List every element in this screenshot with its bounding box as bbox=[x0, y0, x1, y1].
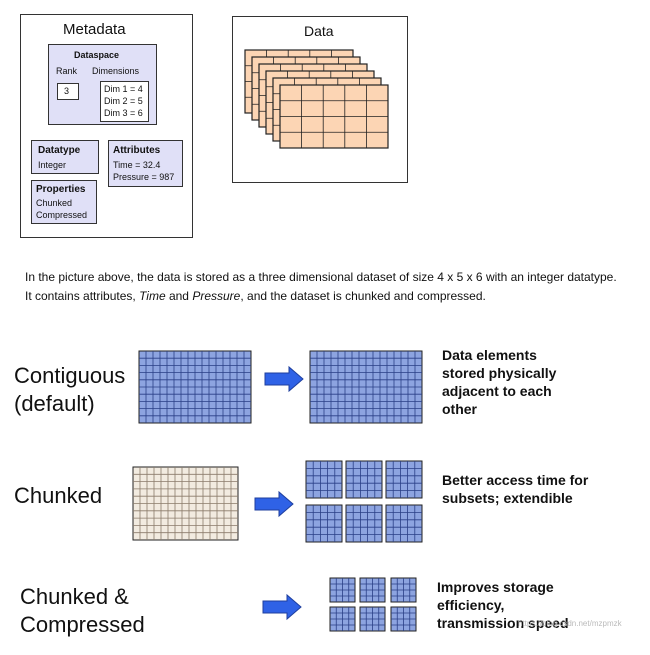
caption-part2: , and the dataset is chunked and compres… bbox=[240, 289, 486, 303]
chunk-block-4-frame bbox=[305, 504, 343, 543]
caption-part1: In the picture above, the data is stored… bbox=[25, 270, 617, 303]
chunk-block-5 bbox=[345, 504, 383, 543]
dataspace-box: Dataspace Rank Dimensions 3 Dim 1 = 4 Di… bbox=[48, 44, 157, 125]
dim-2: Dim 2 = 5 bbox=[104, 96, 143, 106]
watermark: https://blog.csdn.net/mzpmzk bbox=[518, 619, 622, 628]
chunk-block-3-frame bbox=[385, 460, 423, 499]
chunked-source-grid bbox=[132, 466, 239, 541]
data-title: Data bbox=[304, 23, 334, 39]
compressed-block-3 bbox=[390, 577, 417, 603]
attribute-pressure: Pressure = 987 bbox=[113, 172, 175, 182]
compressed-block-6 bbox=[390, 606, 417, 632]
dim-1: Dim 1 = 4 bbox=[104, 84, 143, 94]
row-chunked-label: Chunked bbox=[14, 483, 103, 508]
attributes-box: Attributes Time = 32.4 Pressure = 987 bbox=[108, 140, 183, 187]
compressed-block-1 bbox=[329, 577, 356, 603]
row-chunked-description: Better access time for subsets; extendib… bbox=[442, 472, 589, 506]
compressed-block-5 bbox=[359, 606, 386, 632]
row-compressed-label-2: Compressed bbox=[20, 612, 145, 637]
attribute-time: Time = 32.4 bbox=[113, 160, 161, 170]
compressed-arrow bbox=[262, 593, 302, 621]
rank-value-box: 3 bbox=[57, 83, 79, 100]
row-contiguous-label-1: Contiguous bbox=[14, 363, 126, 388]
datatype-box: Datatype Integer bbox=[31, 140, 99, 174]
chunk-block-3 bbox=[385, 460, 423, 499]
chunk-block-6-frame bbox=[385, 504, 423, 543]
chunk-block-1-frame bbox=[305, 460, 343, 499]
chunk-block-1 bbox=[305, 460, 343, 499]
dimensions-label: Dimensions bbox=[92, 66, 140, 76]
data-layer-6 bbox=[279, 84, 389, 149]
dim-3: Dim 3 = 6 bbox=[104, 108, 143, 118]
chunk-block-6 bbox=[385, 504, 423, 543]
caption: In the picture above, the data is stored… bbox=[25, 268, 625, 306]
caption-and: and bbox=[165, 289, 193, 303]
rank-value: 3 bbox=[64, 86, 70, 96]
metadata-title: Metadata bbox=[63, 21, 126, 38]
property-chunked: Chunked bbox=[36, 198, 73, 208]
attributes-title: Attributes bbox=[113, 145, 161, 156]
compressed-block-2 bbox=[359, 577, 386, 603]
contiguous-source-grid bbox=[138, 350, 252, 424]
row-compressed-label-1: Chunked & bbox=[20, 584, 129, 609]
rank-label: Rank bbox=[56, 66, 78, 76]
datatype-value: Integer bbox=[38, 160, 67, 170]
row-contiguous-description: Data elements stored physically adjacent… bbox=[442, 347, 557, 417]
caption-pressure: Pressure bbox=[192, 289, 241, 303]
dataspace-title: Dataspace bbox=[74, 50, 120, 60]
row-contiguous-label-2: (default) bbox=[14, 391, 95, 416]
datatype-title: Datatype bbox=[38, 145, 81, 156]
chunk-block-4 bbox=[305, 504, 343, 543]
compressed-block-4 bbox=[329, 606, 356, 632]
row-compressed-description: Improves storage efficiency, transmissio… bbox=[437, 579, 569, 631]
property-compressed: Compressed bbox=[36, 210, 88, 220]
chunk-block-2-frame bbox=[345, 460, 383, 499]
contiguous-target-grid bbox=[309, 350, 423, 424]
chunk-block-2 bbox=[345, 460, 383, 499]
chunk-block-5-frame bbox=[345, 504, 383, 543]
chunked-arrow bbox=[254, 490, 294, 518]
contiguous-arrow bbox=[264, 365, 304, 393]
dimensions-box: Dim 1 = 4 Dim 2 = 5 Dim 3 = 6 bbox=[100, 81, 149, 122]
properties-box: Properties Chunked Compressed bbox=[31, 180, 97, 224]
properties-title: Properties bbox=[36, 184, 86, 195]
caption-time: Time bbox=[139, 289, 166, 303]
